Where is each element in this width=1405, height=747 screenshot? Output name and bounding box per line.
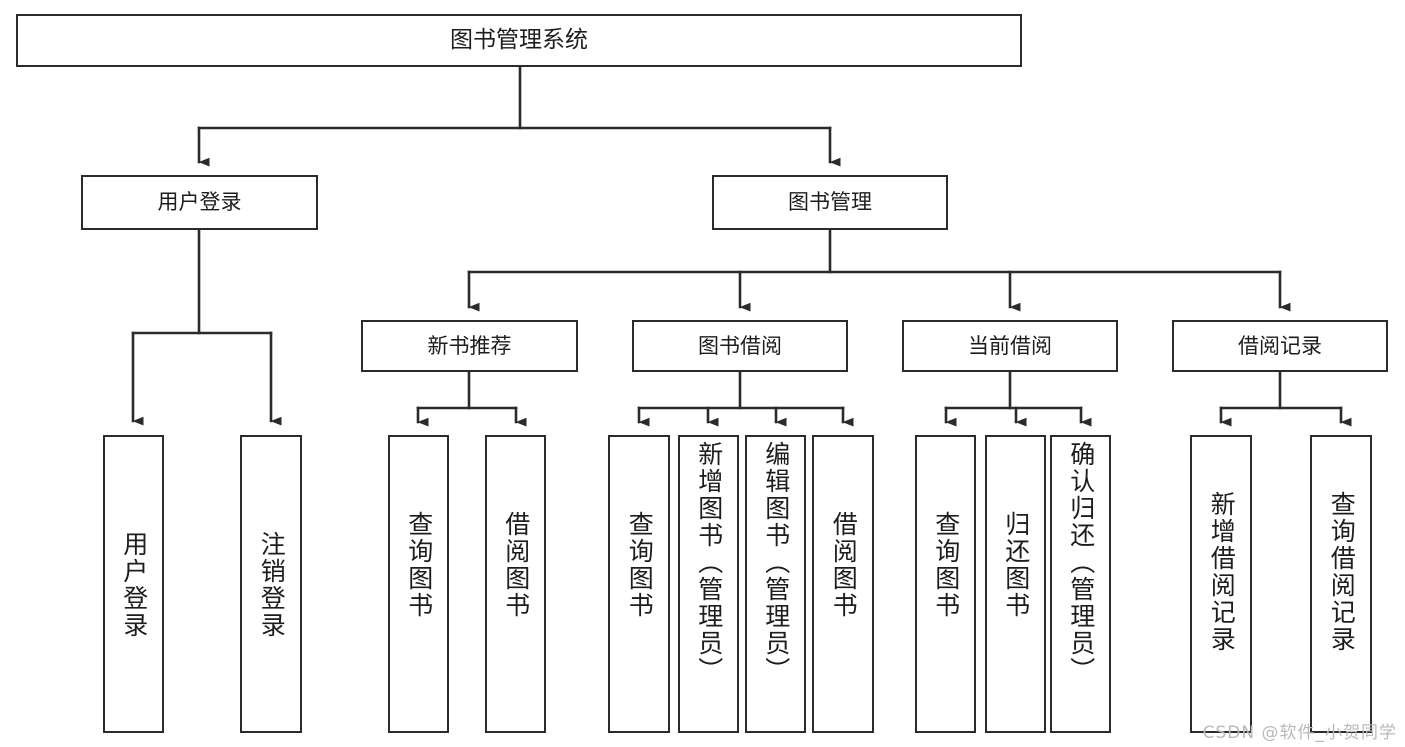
node-book-borrow-label: 图书借阅 xyxy=(698,333,782,358)
leaf-query-book-borrow[interactable]: 查询图书 xyxy=(608,435,670,733)
leaf-user-login[interactable]: 用户登录 xyxy=(103,435,164,733)
leaf-query-borrow-record[interactable]: 查询借阅记录 xyxy=(1310,435,1372,733)
leaf-logout[interactable]: 注销登录 xyxy=(240,435,302,733)
node-book-management[interactable]: 图书管理 xyxy=(712,175,948,230)
leaf-query-borrow-record-label: 查询借阅记录 xyxy=(1327,491,1357,653)
node-root-label: 图书管理系统 xyxy=(450,27,588,54)
node-new-book-recommend-label: 新书推荐 xyxy=(427,333,512,358)
leaf-add-borrow-record-label: 新增借阅记录 xyxy=(1207,491,1237,653)
leaf-add-borrow-record[interactable]: 新增借阅记录 xyxy=(1190,435,1252,733)
node-book-borrow[interactable]: 图书借阅 xyxy=(632,320,848,372)
node-root[interactable]: 图书管理系统 xyxy=(16,14,1022,67)
leaf-borrow-book-recommend[interactable]: 借阅图书 xyxy=(485,435,546,733)
leaf-user-login-label: 用户登录 xyxy=(119,531,149,639)
leaf-borrow-book-label: 借阅图书 xyxy=(829,511,859,619)
node-user-login-label: 用户登录 xyxy=(157,190,242,215)
leaf-add-book-admin-label: 新增图书（管理员） xyxy=(694,441,724,684)
leaf-logout-label: 注销登录 xyxy=(257,531,287,639)
node-user-login[interactable]: 用户登录 xyxy=(81,175,318,230)
node-borrow-records-label: 借阅记录 xyxy=(1238,333,1322,358)
leaf-query-book-current[interactable]: 查询图书 xyxy=(915,435,976,733)
leaf-query-book-recommend-label: 查询图书 xyxy=(404,511,434,619)
leaf-query-book-recommend[interactable]: 查询图书 xyxy=(388,435,449,733)
leaf-confirm-return-admin[interactable]: 确认归还（管理员） xyxy=(1050,435,1111,733)
node-current-borrow-label: 当前借阅 xyxy=(968,333,1052,358)
csdn-watermark: CSDN @软件_小贺同学 xyxy=(1202,723,1397,743)
leaf-borrow-book-recommend-label: 借阅图书 xyxy=(501,511,531,619)
node-new-book-recommend[interactable]: 新书推荐 xyxy=(361,320,578,372)
node-borrow-records[interactable]: 借阅记录 xyxy=(1172,320,1388,372)
leaf-borrow-book[interactable]: 借阅图书 xyxy=(812,435,874,733)
leaf-confirm-return-admin-label: 确认归还（管理员） xyxy=(1066,441,1096,684)
leaf-add-book-admin[interactable]: 新增图书（管理员） xyxy=(678,435,739,733)
leaf-edit-book-admin-label: 编辑图书（管理员） xyxy=(761,441,791,684)
leaf-query-book-current-label: 查询图书 xyxy=(931,511,961,619)
leaf-query-book-borrow-label: 查询图书 xyxy=(625,511,655,619)
node-current-borrow[interactable]: 当前借阅 xyxy=(902,320,1118,372)
leaf-return-book-label: 归还图书 xyxy=(1001,511,1031,619)
leaf-edit-book-admin[interactable]: 编辑图书（管理员） xyxy=(745,435,806,733)
leaf-return-book[interactable]: 归还图书 xyxy=(985,435,1046,733)
node-book-management-label: 图书管理 xyxy=(788,190,872,215)
